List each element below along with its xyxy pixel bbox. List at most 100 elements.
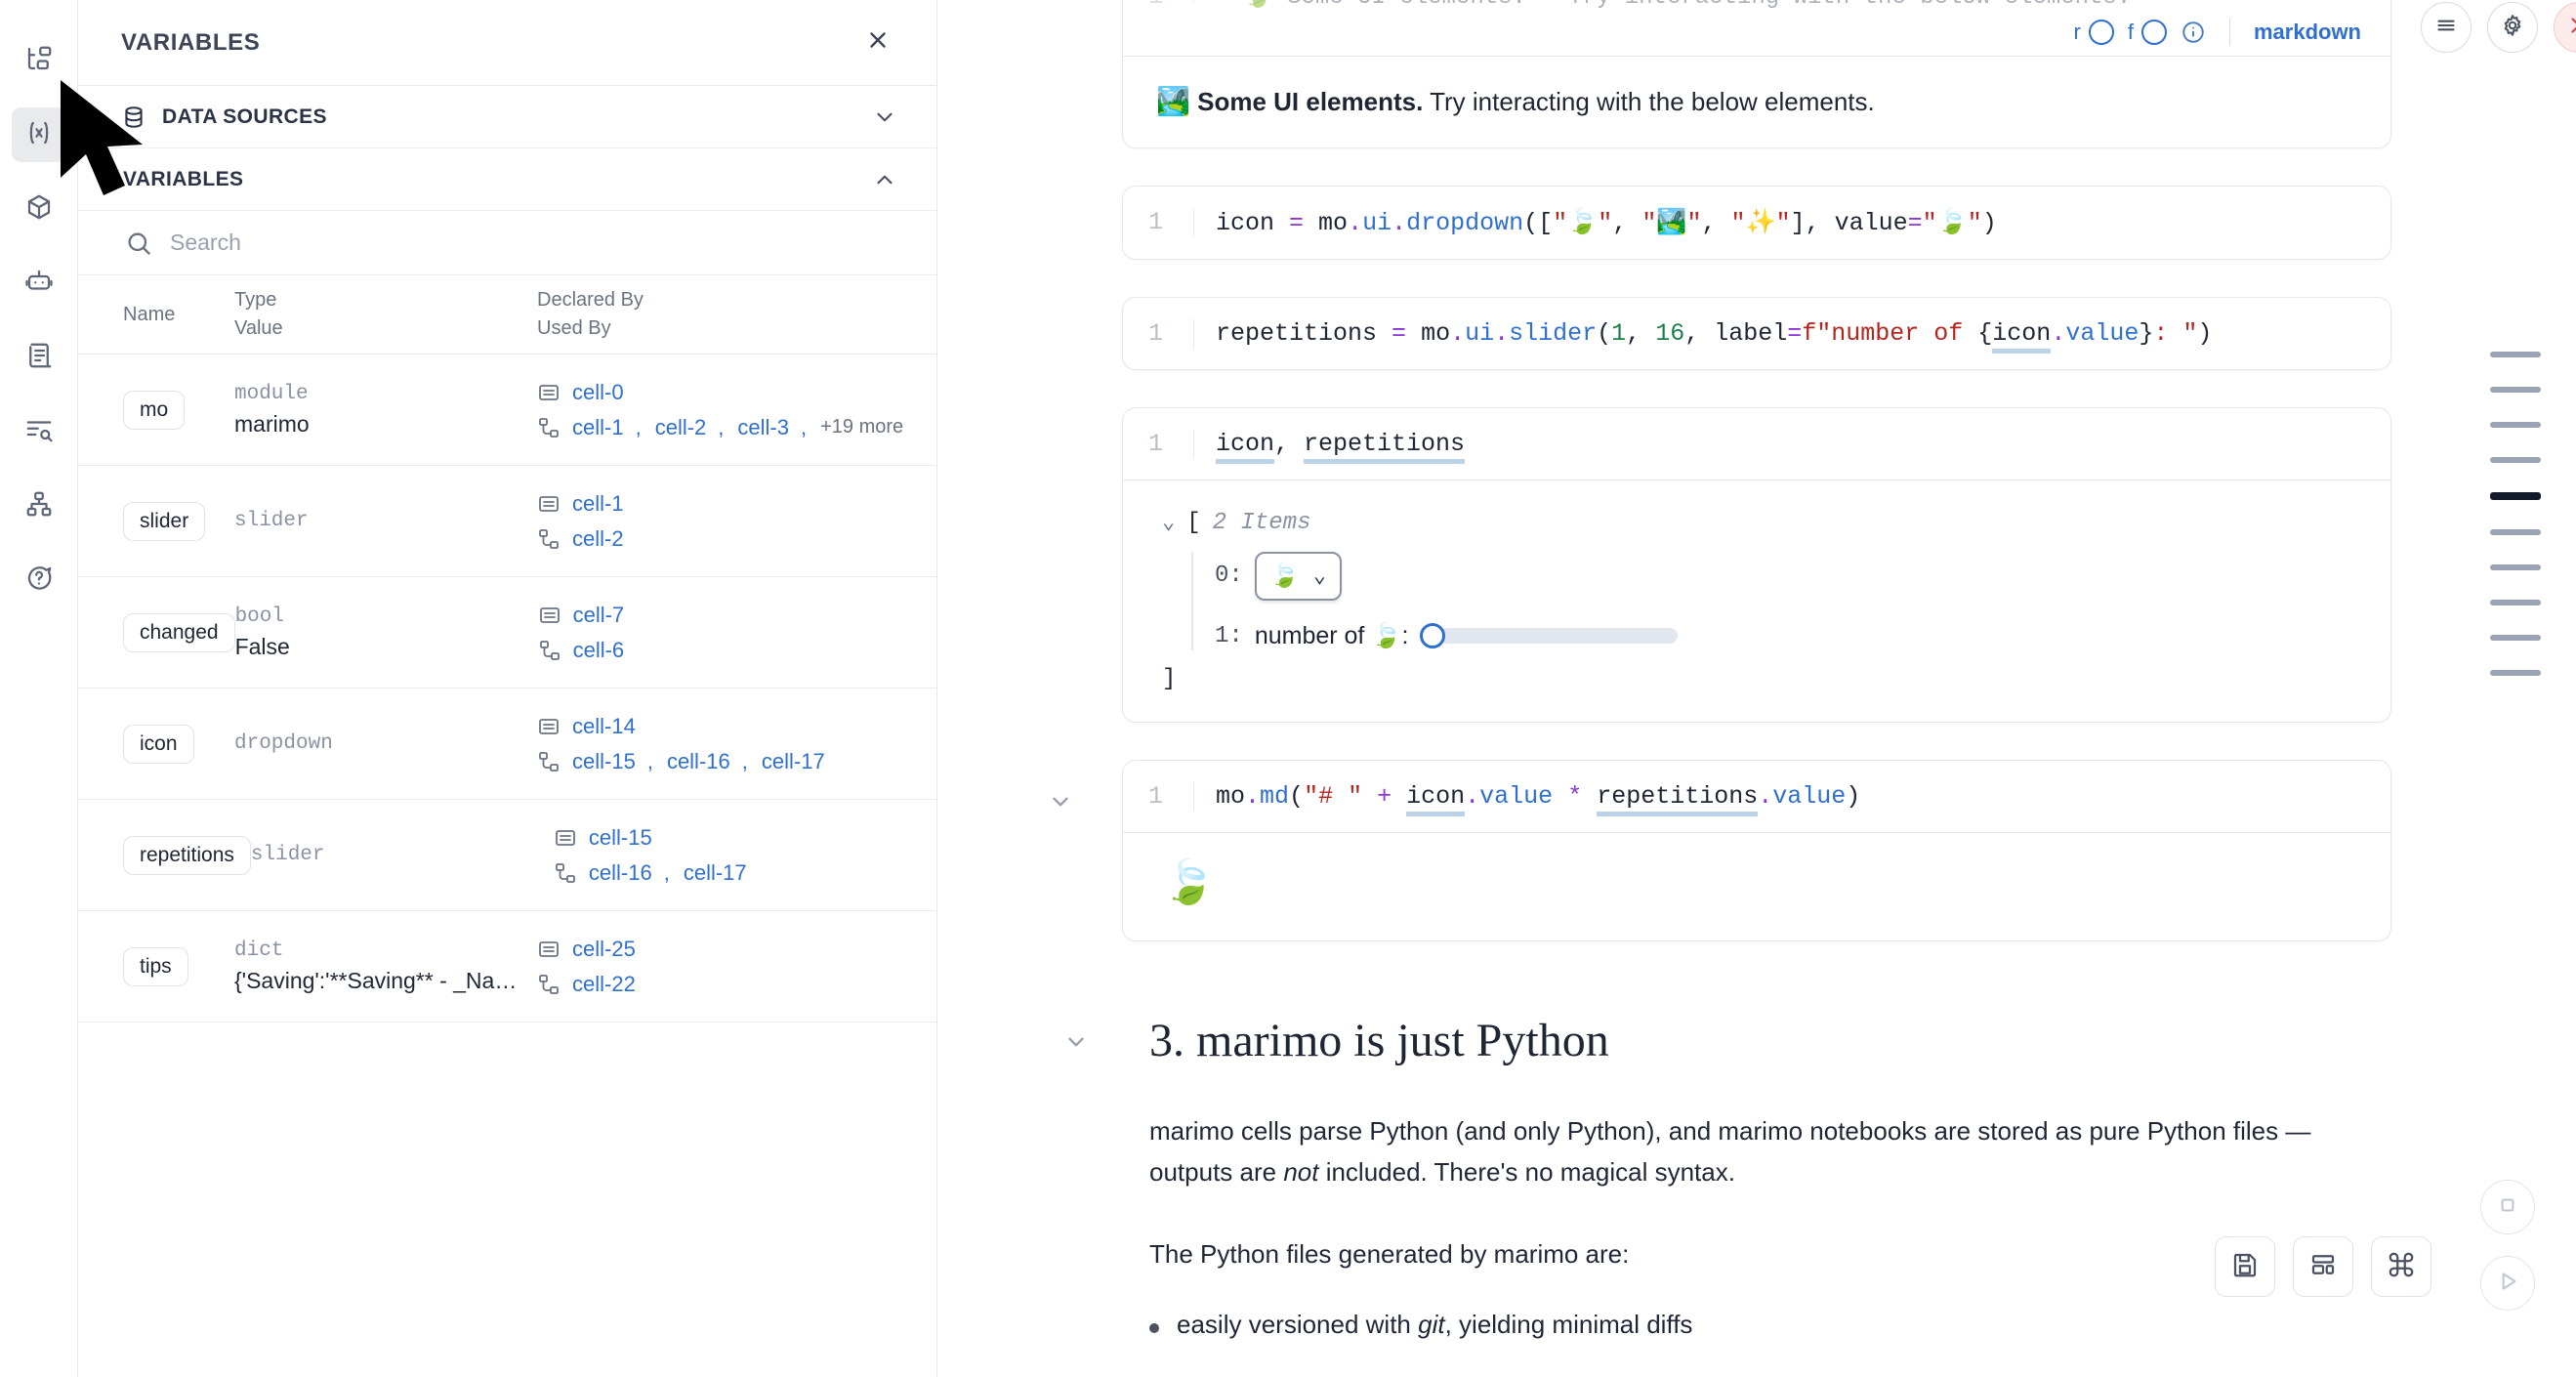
cell-gutter-divider (1193, 781, 1194, 811)
sidebar-item-variables[interactable] (11, 107, 66, 162)
toggle-reactive[interactable]: r (2074, 20, 2114, 45)
variable-name-pill[interactable]: slider (123, 501, 206, 541)
minimap-line[interactable] (2490, 457, 2541, 463)
section-paragraph-1: marimo cells parse Python (and only Pyth… (1149, 1110, 2350, 1192)
code-token: , (1626, 318, 1656, 348)
slider-handle[interactable] (1420, 623, 1446, 649)
icon-dropdown[interactable]: 🍃 ⌄ (1254, 551, 1342, 601)
format-label: f (2127, 20, 2134, 44)
column-header-value: Value (234, 317, 283, 339)
section-data-sources[interactable]: DATA SOURCES (78, 86, 936, 148)
sidebar-item-dependency-graph[interactable] (12, 479, 66, 533)
close-panel-button[interactable] (858, 23, 897, 63)
cell-link[interactable]: cell-17 (761, 748, 825, 773)
variable-type: module (234, 382, 309, 405)
code-token: . (1494, 318, 1510, 348)
panel-header: VARIABLES (78, 0, 936, 86)
variable-type: bool (234, 605, 284, 628)
cell-gutter-divider (1193, 318, 1194, 348)
cell-language-label[interactable]: markdown (2253, 20, 2361, 44)
items-count: 2 Items (1212, 509, 1311, 536)
run-button[interactable] (2480, 1256, 2535, 1311)
cell-link[interactable]: cell-16 (588, 859, 652, 885)
sidebar-item-file-explorer[interactable] (12, 33, 66, 88)
used-by-icon (537, 750, 561, 773)
search-input[interactable] (170, 230, 897, 256)
cell-link[interactable]: cell-25 (572, 936, 636, 961)
cell-menu-button[interactable] (2421, 2, 2472, 53)
slider-track[interactable] (1439, 628, 1679, 645)
toggle-format[interactable]: f (2128, 20, 2167, 45)
minimap-line[interactable] (2490, 492, 2541, 500)
minimap-line[interactable] (2490, 352, 2541, 357)
minimap[interactable] (2490, 352, 2541, 676)
code-line[interactable]: 1 icon, repetitions (1123, 408, 2390, 480)
minimap-line[interactable] (2490, 422, 2541, 428)
variable-name-pill[interactable]: mo (123, 390, 186, 430)
cell-link[interactable]: cell-1 (572, 414, 624, 439)
sidebar-item-packages[interactable] (12, 182, 66, 236)
variable-name-pill[interactable]: icon (123, 724, 194, 764)
cell-link[interactable]: cell-2 (572, 525, 624, 551)
collapse-cell-button[interactable] (1048, 789, 1073, 819)
cell-link[interactable]: cell-22 (572, 971, 636, 996)
cell-link[interactable]: cell-3 (737, 414, 789, 439)
repetitions-slider[interactable] (1420, 623, 1679, 649)
minimap-line[interactable] (2490, 670, 2541, 676)
code-token: + (1377, 781, 1392, 811)
cell-delete-button[interactable] (2554, 2, 2576, 53)
sidebar-item-help[interactable] (12, 553, 66, 607)
code-token: = (1289, 208, 1305, 237)
code-line[interactable]: 1 mo.md("# " + icon.value * repetitions.… (1123, 761, 2390, 832)
variable-name-cell: mo (78, 390, 234, 430)
sidebar-item-logs[interactable] (12, 404, 66, 459)
cell-link[interactable]: cell-15 (588, 824, 652, 850)
variable-name-pill[interactable]: repetitions (123, 835, 251, 875)
cell-link[interactable]: cell-7 (572, 602, 625, 627)
tree-root-row[interactable]: ⌄ [ 2 Items (1162, 510, 2351, 536)
code-token: , (1612, 208, 1642, 237)
minimap-line[interactable] (2490, 635, 2541, 641)
info-icon[interactable] (2181, 20, 2206, 45)
section-variables[interactable]: VARIABLES (78, 148, 936, 211)
cell-link[interactable]: cell-15 (572, 748, 636, 773)
separator: , (741, 748, 748, 773)
cell-link[interactable]: cell-17 (683, 859, 747, 885)
cell-link[interactable]: cell-2 (654, 414, 707, 439)
collapse-section-button[interactable] (1063, 1029, 1089, 1060)
cell-link[interactable]: cell-1 (572, 490, 624, 516)
more-cells-label[interactable]: +19 more (820, 416, 904, 438)
command-palette-button[interactable] (2371, 1236, 2431, 1297)
sidebar-item-scratchpad[interactable] (12, 330, 66, 385)
cell-link[interactable]: cell-16 (666, 748, 730, 773)
variable-name-pill[interactable]: changed (123, 612, 235, 652)
minimap-line[interactable] (2490, 387, 2541, 393)
minimap-line[interactable] (2490, 564, 2541, 570)
cell-link[interactable]: cell-0 (572, 379, 624, 404)
save-button[interactable] (2215, 1236, 2275, 1297)
minimap-line[interactable] (2490, 529, 2541, 535)
sidebar-item-ai-assistant[interactable] (12, 256, 66, 311)
stop-button[interactable] (2480, 1180, 2535, 1234)
code-token: { (1977, 318, 1993, 348)
variable-cells-cell: cell-25 cell-22 (537, 937, 936, 997)
cell-link[interactable]: cell-14 (572, 713, 636, 738)
cell-link[interactable]: cell-6 (572, 637, 625, 662)
cell-action-buttons (2421, 2, 2576, 53)
variable-type: slider (250, 844, 325, 866)
layout-button[interactable] (2293, 1236, 2353, 1297)
chevron-up-icon (872, 167, 897, 192)
variable-name-pill[interactable]: tips (123, 946, 188, 986)
minimap-line[interactable] (2490, 600, 2541, 605)
cell-settings-button[interactable] (2487, 2, 2538, 53)
